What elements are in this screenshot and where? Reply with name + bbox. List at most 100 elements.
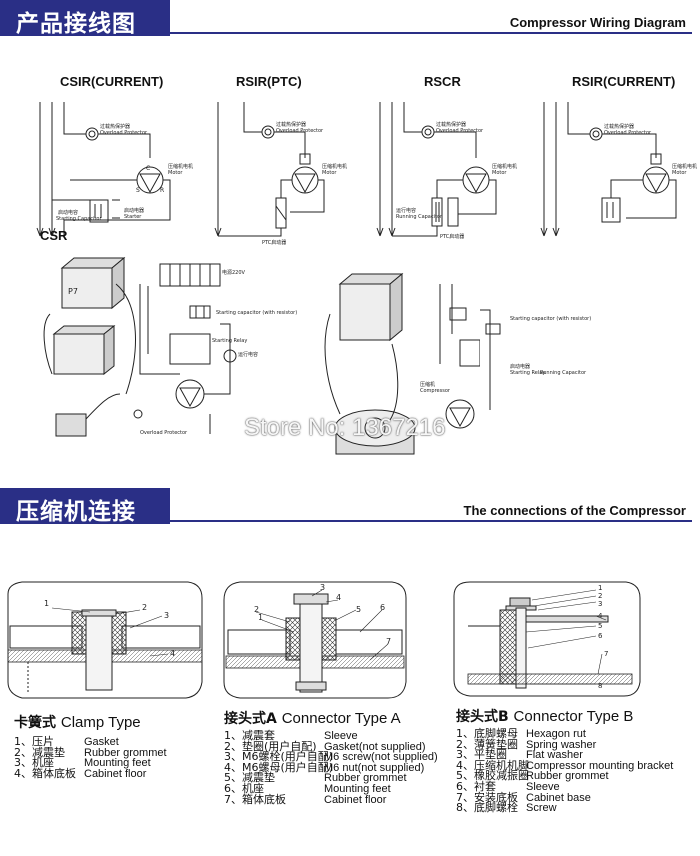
d2-overload-en: Overload Protector	[276, 128, 324, 134]
d1-term-c: C	[146, 165, 150, 172]
connector-b-title-en: Connector Type B	[513, 708, 634, 725]
diagram-title-rscr: RSCR	[424, 74, 461, 89]
connections-title-zh: 压缩机连接	[16, 499, 136, 525]
csr-power-label: 电源220V	[222, 269, 246, 276]
schematic-rscr	[376, 102, 497, 237]
d3-motor-zh: 压缩机电机	[492, 163, 517, 170]
connector-b-title: 接头式B Connector Type B	[456, 706, 633, 726]
csr-startcap-label: Starting capacitor (with resistor)	[216, 310, 297, 316]
conn-a-callout-6: 6	[380, 603, 385, 612]
connector-a-callouts: 2 1 3 4 5 6 7	[254, 583, 391, 646]
d3-runcap-zh: 运行电容	[396, 207, 416, 214]
d2-motor-zh: 压缩机电机	[322, 163, 347, 170]
clamp-callout-2: 2	[142, 603, 147, 612]
clamp-callout-4: 4	[170, 649, 175, 658]
conn-a-callout-1: 1	[258, 613, 263, 622]
csr-r-relay-zh: 启动电器	[510, 363, 530, 370]
diagram-title-csir: CSIR(CURRENT)	[60, 74, 164, 89]
schematic-rsir-current	[540, 102, 677, 237]
csr-illustrations: P7 电源220V Starting capacitor (with resis…	[43, 256, 480, 455]
d3-overload-en: Overload Protector	[436, 128, 484, 134]
conn-a-callout-4: 4	[336, 593, 341, 602]
connector-b-callouts: 1 2 3 4 5 6 7 8	[598, 584, 608, 690]
d4-motor-zh: 压缩机电机	[672, 163, 697, 170]
parts-row: 2、垫圈(用户自配)Gasket(not supplied)	[224, 739, 426, 753]
connections-title-en: The connections of the Compressor	[463, 503, 686, 518]
d2-motor-en: Motor	[322, 170, 337, 176]
banner-rule-2	[168, 520, 692, 522]
wiring-title-zh: 产品接线图	[16, 11, 136, 37]
mounting-diagrams: 1 2 3 4 2 1 3 4 5 6 7	[7, 581, 641, 699]
schematic-rsir-ptc	[214, 102, 325, 237]
diagram-title-rsir-ptc: RSIR(PTC)	[236, 74, 302, 89]
connector-a-diagram	[223, 581, 407, 699]
csr-right-labels: Starting capacitor (with resistor) 启动电器 …	[480, 309, 591, 410]
conn-a-callout-5: 5	[356, 605, 361, 614]
d2-overload-zh: 过载热保护器	[276, 121, 306, 128]
clamp-type-diagram	[7, 581, 203, 699]
store-watermark: Store No: 1367216	[244, 414, 446, 441]
clamp-type-title-en: Clamp Type	[60, 714, 141, 731]
conn-b-callout-3: 3	[598, 600, 602, 608]
clamp-callouts: 1 2 3 4	[44, 599, 175, 658]
d4-motor-en: Motor	[672, 170, 687, 176]
connections-title-tag: 压缩机连接	[0, 488, 170, 525]
conn-b-callout-2: 2	[598, 592, 602, 600]
csr-runcap-label: 运行电容	[238, 351, 258, 358]
d1-startcap-zh: 启动电容	[58, 209, 78, 216]
d2-ptc-label: PTC启动器	[262, 239, 286, 246]
csr-schematic-right	[439, 284, 480, 429]
connector-b-diagram	[453, 581, 641, 697]
schematic-csir	[36, 102, 171, 237]
d1-overload-zh: 过载热保护器	[100, 123, 130, 130]
csr-r-relay-en: Starting Relay	[510, 370, 545, 376]
conn-a-callout-7: 7	[386, 637, 391, 646]
csr-relay-label: Starting Relay	[212, 338, 247, 344]
svg-text:P7: P7	[68, 287, 78, 296]
clamp-callout-3: 3	[164, 611, 169, 620]
clamp-type-title: 卡簧式 Clamp Type	[14, 712, 141, 732]
d1-motor-zh: 压缩机电机	[168, 163, 193, 170]
d3-motor-en: Motor	[492, 170, 507, 176]
d1-motor-en: Motor	[168, 170, 183, 176]
wiring-title-tag: 产品接线图	[0, 0, 170, 37]
d4-overload-zh: 过载热保护器	[604, 123, 634, 130]
d1-starter-zh: 启动电器	[124, 207, 144, 214]
d4-overload-en: Overload Protector	[604, 130, 652, 136]
csr-overload-label: Overload Protector	[140, 430, 188, 436]
wiring-section-banner: 产品接线图 Compressor Wiring Diagram	[0, 0, 700, 37]
d1-overload-en: Overload Protector	[100, 130, 148, 136]
d3-overload-zh: 过载热保护器	[436, 121, 466, 128]
connector-a-title: 接头式A Connector Type A	[224, 708, 401, 728]
csr-compressor-zh: 压缩机	[420, 381, 435, 388]
csr-r-runcap: Running Capacitor	[540, 370, 587, 376]
wiring-title-en: Compressor Wiring Diagram	[509, 15, 686, 30]
d3-ptc-label: PTC启动器	[440, 233, 464, 240]
parts-row: 4、M6螺母(用户自配)M6 nut(not supplied)	[224, 760, 425, 774]
csr-schematic-left	[133, 263, 237, 434]
wiring-schematics: 过载热保护器 Overload Protector 压缩机电机 Motor C …	[36, 102, 697, 246]
d1-startcap-en: Starting Capacitor	[56, 216, 102, 222]
conn-b-callout-5: 5	[598, 622, 602, 630]
csr-compressor-en: Compressor	[420, 388, 451, 394]
conn-a-callout-2: 2	[254, 605, 259, 614]
connector-b-title-zh: 接头式B	[456, 709, 509, 725]
conn-b-callout-8: 8	[598, 682, 602, 690]
